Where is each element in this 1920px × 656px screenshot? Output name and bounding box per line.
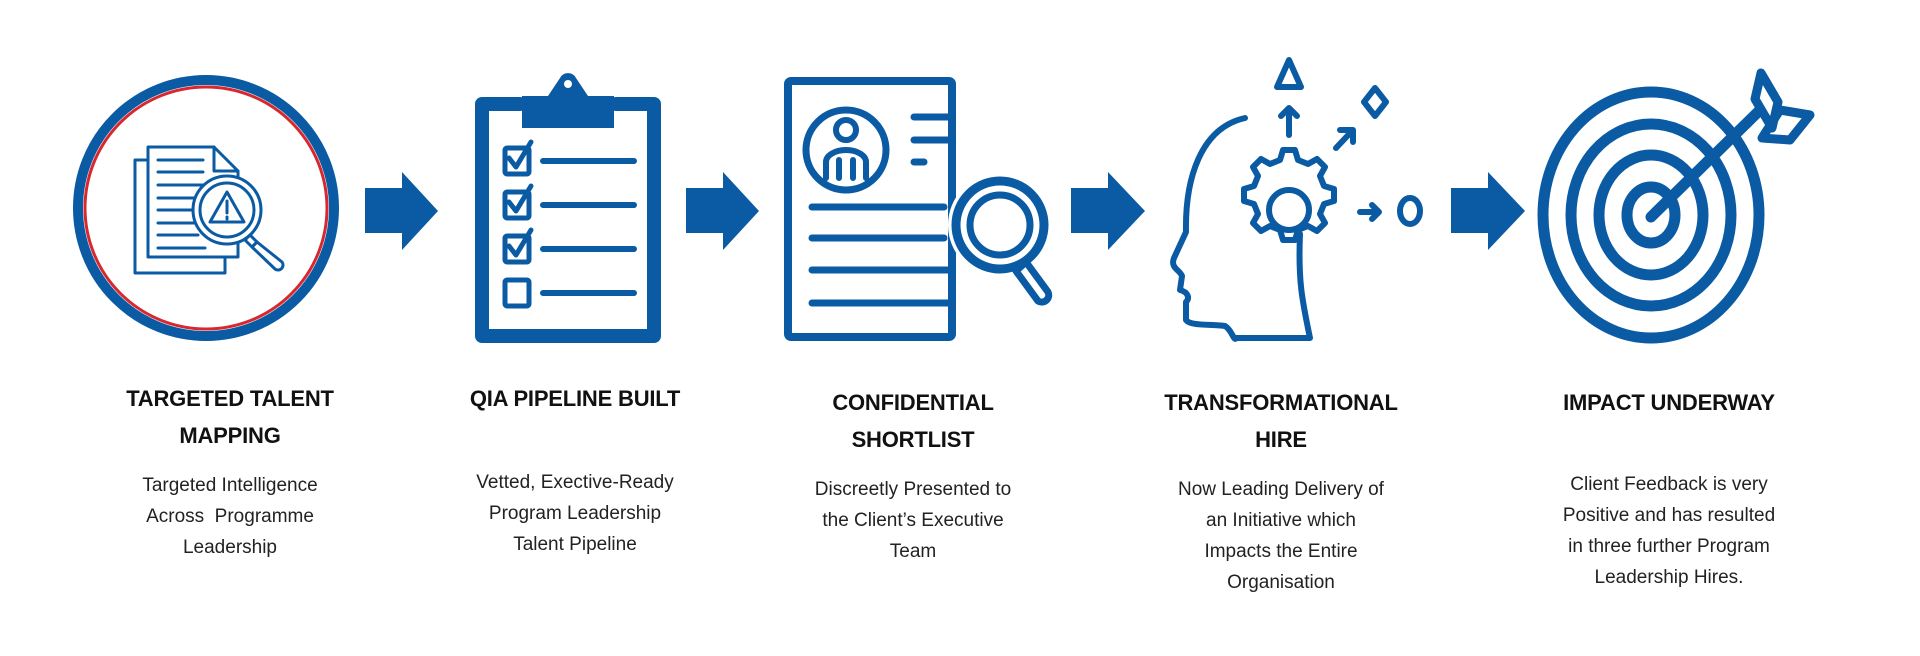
desc-line: Leadership Hires.	[1594, 567, 1744, 588]
desc-line: in three further Program	[1568, 536, 1770, 557]
title-line: TRANSFORMATIONAL	[1164, 390, 1398, 415]
step-title: QIA PIPELINE BUILT	[415, 380, 735, 417]
desc-line: Vetted, Exective-Ready	[476, 472, 674, 493]
step-4: TRANSFORMATIONAL HIRE Now Leading Deliver…	[1121, 384, 1441, 598]
desc-line: Discreetly Presented to	[814, 479, 1012, 500]
title-line: IMPACT UNDERWAY	[1563, 390, 1775, 415]
desc-line: Client Feedback is very	[1570, 474, 1768, 495]
step-description: Discreetly Presented to the Client’s Exec…	[753, 474, 1073, 567]
title-line: HIRE	[1255, 427, 1307, 452]
desc-line: Program Leadership	[488, 503, 662, 524]
step-description: Now Leading Delivery of an Initiative whi…	[1121, 474, 1441, 598]
title-line: CONFIDENTIAL	[832, 390, 994, 415]
desc-line: Now Leading Delivery of	[1178, 479, 1384, 500]
title-line: QIA PIPELINE BUILT	[469, 386, 681, 411]
desc-line: the Client’s Executive	[822, 510, 1004, 531]
desc-line: Leadership	[182, 537, 278, 558]
step-title: TARGETED TALENT MAPPING	[70, 380, 390, 454]
desc-line: Across Programme	[146, 506, 314, 527]
desc-line: Impacts the Entire	[1204, 541, 1358, 562]
step-1: TARGETED TALENT MAPPING Targeted Intellig…	[70, 380, 390, 563]
desc-line: Talent Pipeline	[513, 534, 637, 555]
desc-line: Targeted Intelligence	[142, 475, 318, 496]
title-line: SHORTLIST	[851, 427, 975, 452]
desc-line: Positive and has resulted	[1562, 505, 1776, 526]
desc-line: Team	[889, 541, 937, 562]
desc-line: Organisation	[1227, 572, 1335, 593]
step-title: IMPACT UNDERWAY	[1509, 384, 1829, 421]
step-title: CONFIDENTIAL SHORTLIST	[753, 384, 1073, 458]
step-3: CONFIDENTIAL SHORTLIST Discreetly Present…	[753, 384, 1073, 567]
title-line: MAPPING	[179, 423, 281, 448]
step-2: QIA PIPELINE BUILT Vetted, Exective-Read…	[415, 380, 735, 560]
desc-line: an Initiative which	[1206, 510, 1356, 531]
step-title: TRANSFORMATIONAL HIRE	[1121, 384, 1441, 458]
title-line: TARGETED TALENT	[126, 386, 334, 411]
